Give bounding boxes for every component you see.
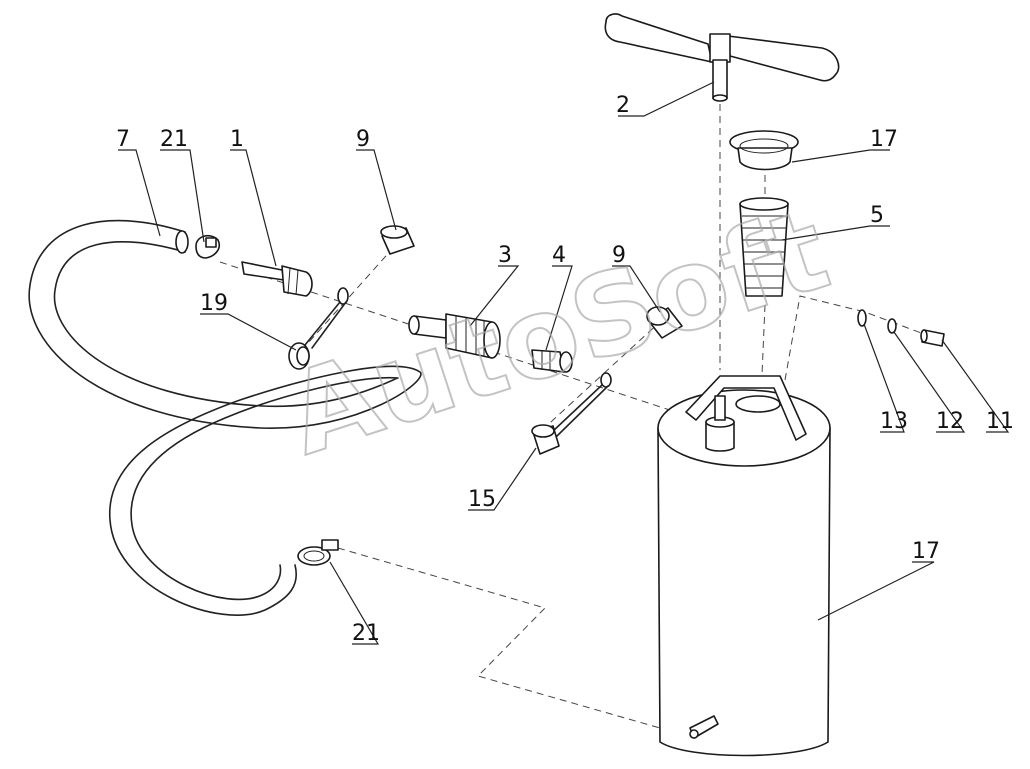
callout-21-top: 21 [160,127,188,152]
sleeve-right [646,306,683,339]
strainer-filter [739,197,789,297]
callout-11: 11 [986,409,1014,434]
dust-cap-with-strap [288,287,349,370]
callout-1: 1 [230,127,244,152]
callout-4: 4 [552,243,566,268]
hose-end-top [175,230,189,254]
callout-21-bottom: 21 [352,621,380,646]
callout-15: 15 [468,487,496,512]
dust-cap-with-strap-lower [531,372,612,455]
callout-5: 5 [870,203,884,228]
hose-clamp-bottom [297,539,339,566]
coupling-nipple [531,349,573,373]
hose [28,219,422,616]
callout-13: 13 [880,409,908,434]
quick-coupling [408,313,501,359]
callout-17-tank: 17 [912,539,940,564]
callout-12: 12 [936,409,964,434]
pump-tank [657,375,831,757]
hose-fitting-nipple [241,261,313,297]
filler-cap-ring [729,130,799,171]
callout-3: 3 [498,243,512,268]
bolt-11 [920,329,945,347]
washer-12 [887,318,897,334]
callout-9-right: 9 [612,243,626,268]
callout-19: 19 [200,291,228,316]
washer-13 [857,309,867,327]
callout-leaders [118,81,1010,645]
pump-handle [604,13,840,102]
callout-2: 2 [616,93,630,118]
hose-clamp-top [195,234,221,259]
callout-17-cap: 17 [870,127,898,152]
callout-labels: 2 17 5 7 21 1 9 19 3 4 9 13 12 11 15 17 … [116,93,1014,646]
sleeve-left [380,225,415,255]
callout-7: 7 [116,127,130,152]
callout-9-left: 9 [356,127,370,152]
